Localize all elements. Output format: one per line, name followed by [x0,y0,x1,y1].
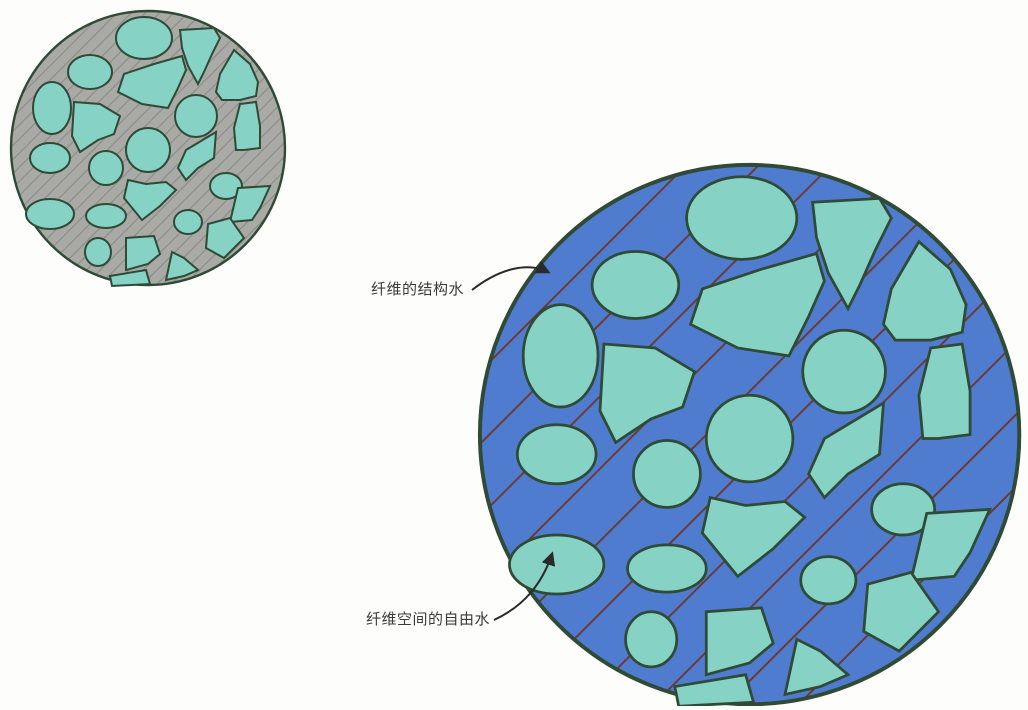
particle [116,17,172,59]
small-fiber-cross-section [11,11,285,286]
structural-water-label: 纤维的结构水 [371,278,464,299]
particle [86,204,126,228]
particle [628,545,707,592]
particle [633,440,700,507]
large-fiber-cross-section [480,165,1019,706]
particle [687,177,797,260]
particle [89,151,123,185]
particle [68,55,112,89]
particle [706,395,793,482]
particle [626,612,677,667]
particle [509,535,603,594]
particle [175,95,217,137]
particle [126,128,170,172]
particle [30,143,70,173]
particle [523,305,598,407]
free-water-label: 纤维空间的自由水 [366,608,490,629]
particle [26,199,74,229]
particle [801,557,856,604]
particle [174,210,202,234]
particle [517,425,596,484]
particle [592,252,679,319]
particle [33,82,71,134]
particle [803,330,886,413]
particle [85,238,111,266]
particle [234,102,260,150]
